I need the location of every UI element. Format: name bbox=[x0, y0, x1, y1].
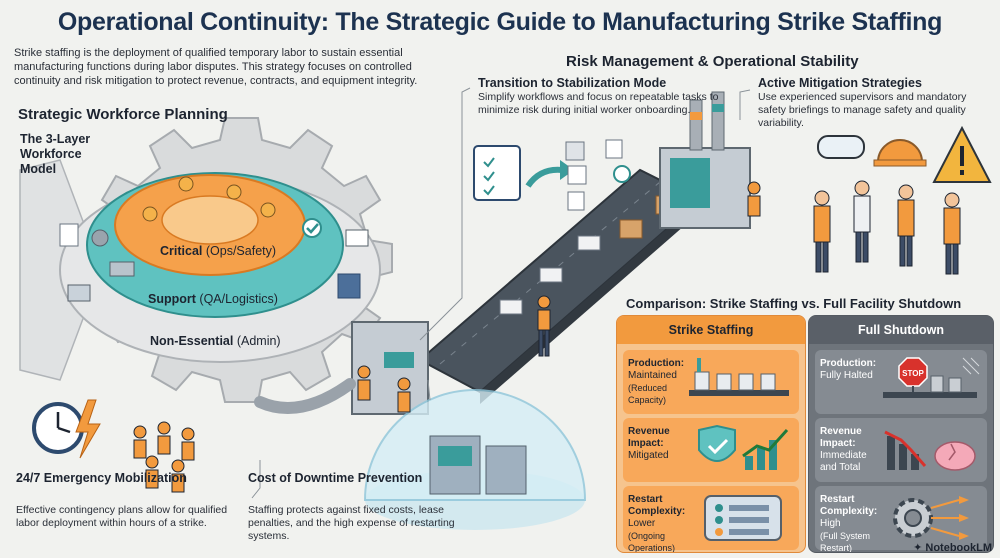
strike-staffing-column: Strike Staffing Production:Maintained(Re… bbox=[616, 315, 806, 553]
emergency-title: 24/7 Emergency Mobilization bbox=[16, 471, 187, 485]
logo-icon: ✦ bbox=[913, 542, 926, 554]
mobilized-workers bbox=[133, 421, 195, 493]
list-icon bbox=[605, 139, 623, 159]
folders-icon bbox=[337, 273, 361, 299]
layer-support-label: Support (QA/Logistics) bbox=[148, 292, 278, 306]
truck-icon bbox=[109, 261, 135, 277]
computer-icon bbox=[67, 284, 91, 302]
check-circle-icon bbox=[613, 165, 631, 183]
clock-icon bbox=[32, 402, 84, 454]
staffing-restart-cell: Restart Complexity:Lower(Ongoing Operati… bbox=[623, 486, 799, 552]
mitigation-title: Active Mitigation Strategies bbox=[758, 76, 922, 90]
edit-icon bbox=[567, 165, 587, 185]
supervisor-workers bbox=[813, 180, 961, 275]
control-panel-icon bbox=[704, 495, 782, 541]
stabilization-title: Transition to Stabilization Mode bbox=[478, 76, 667, 90]
workforce-heading: Strategic Workforce Planning bbox=[18, 106, 228, 123]
arrow-icon bbox=[525, 166, 563, 188]
shutdown-restart-cell: Restart Complexity:High(Full System Rest… bbox=[815, 486, 987, 552]
machine-stabilization bbox=[659, 91, 751, 229]
production-line-icon bbox=[689, 358, 789, 396]
hardhat-icon bbox=[873, 139, 927, 167]
notebooklm-logo: ✦ NotebookLM bbox=[913, 542, 992, 554]
protective-dome bbox=[363, 389, 587, 530]
shutdown-revenue-cell: Revenue Impact:Immediate and Total bbox=[815, 418, 987, 482]
shield-chart-icon bbox=[698, 424, 789, 470]
declining-chart-icon bbox=[884, 430, 976, 471]
goggles-icon bbox=[817, 135, 865, 159]
staffing-production-cell: Production:Maintained(Reduced Capacity) bbox=[623, 350, 799, 414]
note-icon bbox=[567, 191, 585, 211]
stop-sign-text: STOP bbox=[902, 369, 924, 378]
risk-heading: Risk Management & Operational Stability bbox=[566, 53, 859, 70]
warning-icon bbox=[932, 125, 992, 183]
broken-piggy-bank-icon bbox=[934, 441, 976, 471]
clipboard-icon bbox=[473, 145, 521, 201]
staffing-revenue-cell: Revenue Impact:Mitigated bbox=[623, 418, 799, 482]
document-icon bbox=[59, 223, 79, 247]
full-shutdown-header: Full Shutdown bbox=[809, 316, 993, 344]
full-shutdown-column: Full Shutdown Production:Fully Halted ST… bbox=[808, 315, 994, 553]
stop-sign-icon: STOP bbox=[883, 357, 980, 398]
stabilization-body: Simplify workflows and focus on repeatab… bbox=[478, 91, 719, 116]
lightning-icon bbox=[75, 399, 101, 459]
complex-gear-icon bbox=[893, 496, 969, 540]
user-icon bbox=[565, 141, 585, 161]
comparison-title: Comparison: Strike Staffing vs. Full Fac… bbox=[626, 296, 962, 311]
emergency-body: Effective contingency plans allow for qu… bbox=[16, 504, 228, 529]
mitigation-body: Use experienced supervisors and mandator… bbox=[758, 91, 967, 129]
page-title: Operational Continuity: The Strategic Gu… bbox=[57, 8, 943, 36]
intro-text: Strike staffing is the deployment of qua… bbox=[14, 47, 418, 87]
gears-icon bbox=[91, 229, 109, 247]
strike-staffing-header: Strike Staffing bbox=[617, 316, 805, 344]
check-icon bbox=[302, 218, 322, 238]
layer-critical-label: Critical (Ops/Safety) bbox=[160, 244, 277, 258]
model-label: The 3-Layer Workforce Model bbox=[20, 132, 91, 176]
layer-non-essential-label: Non-Essential (Admin) bbox=[150, 334, 281, 348]
downtime-title: Cost of Downtime Prevention bbox=[248, 471, 423, 485]
conveyor-workers bbox=[357, 181, 761, 413]
downtime-body: Staffing protects against fixed costs, l… bbox=[248, 504, 455, 542]
shutdown-production-cell: Production:Fully Halted STOP bbox=[815, 350, 987, 414]
envelope-icon bbox=[345, 229, 369, 247]
